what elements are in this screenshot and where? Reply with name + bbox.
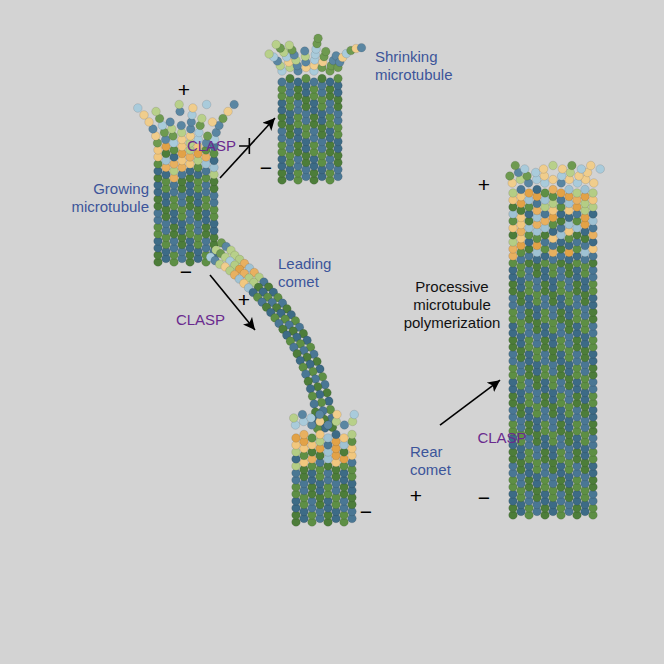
tubulin-dimer <box>549 175 558 184</box>
tubulin-dimer <box>300 47 309 56</box>
minus-end-sign: − <box>260 157 272 179</box>
minus-end-sign: − <box>360 501 372 523</box>
tubulin-dimer <box>557 189 566 198</box>
tubulin-dimer <box>272 40 281 49</box>
tubulin-dimer <box>292 434 301 443</box>
tubulin-dimer <box>298 410 307 419</box>
tubulin-dimer <box>350 410 359 419</box>
tubulin-dimer <box>302 74 311 83</box>
comet-label: Rear comet <box>410 443 472 479</box>
tubulin-dimer <box>307 414 316 423</box>
comet-label: Leading comet <box>278 255 348 291</box>
tubulin-dimer <box>285 41 294 50</box>
tubulin-dimer <box>315 410 324 419</box>
tubulin-dimer <box>177 121 186 130</box>
tubulin-dimer <box>531 168 540 177</box>
tubulin-dimer <box>517 185 526 194</box>
microtubule-node: Shrinking microtubule− <box>275 40 355 185</box>
tubulin-dimer <box>549 185 558 194</box>
tubulin-dimer <box>286 74 295 83</box>
tubulin-dimer <box>332 430 341 439</box>
transition-arrow <box>440 380 500 425</box>
tubulin-dimer <box>294 78 303 87</box>
plus-end-sign: + <box>178 79 190 101</box>
tubulin-dimer <box>558 165 567 174</box>
tubulin-dimer <box>166 118 175 127</box>
tubulin-dimer <box>306 384 315 393</box>
tubulin-dimer <box>549 161 558 170</box>
process-label: Processive microtubule polymerization <box>398 278 506 332</box>
regulator-label: CLASP <box>477 429 526 447</box>
tubulin-dimer <box>573 189 582 198</box>
minus-end-sign: − <box>478 487 490 509</box>
tubulin-dimer <box>520 165 529 174</box>
tubulin-dimer <box>539 165 548 174</box>
tubulin-dimer <box>568 161 577 170</box>
tubulin-dimer <box>348 430 357 439</box>
plus-end-sign: + <box>410 485 422 507</box>
tubulin-dimer <box>326 78 335 87</box>
tubulin-dimer <box>333 410 342 419</box>
tubulin-dimer <box>289 414 298 423</box>
tubulin-dimer <box>224 107 233 116</box>
tubulin-dimer <box>511 161 520 170</box>
tubulin-dimer <box>189 104 198 113</box>
tubulin-dimer <box>565 185 574 194</box>
tubulin-dimer <box>300 430 309 439</box>
microtubule-node: +− <box>500 165 600 520</box>
tubulin-dimer <box>308 392 317 401</box>
tubulin-dimer <box>334 74 343 83</box>
microtubule-node: Growing microtubule+− <box>155 100 220 275</box>
tubulin-dimer <box>318 74 327 83</box>
tubulin-dimer <box>198 114 207 123</box>
tubulin-dimer <box>541 189 550 198</box>
regulator-label: CLASP <box>187 137 236 155</box>
tubulin-dimer <box>230 100 239 109</box>
tubulin-dimer <box>140 111 149 120</box>
tubulin-dimer <box>316 430 325 439</box>
tubulin-dimer <box>152 107 161 116</box>
tubulin-dimer <box>308 434 317 443</box>
tubulin-dimer <box>589 189 598 198</box>
tubulin-dimer <box>590 179 599 188</box>
tubulin-dimer <box>314 34 323 43</box>
tubulin-dimer <box>278 78 287 87</box>
plus-end-sign: + <box>478 174 490 196</box>
tubulin-dimer <box>202 100 211 109</box>
inhibition-bar <box>239 138 249 154</box>
tubulin-dimer <box>509 189 518 198</box>
tubulin-dimer <box>310 400 319 409</box>
minus-end-sign: − <box>180 261 192 283</box>
tubulin-dimer <box>340 421 349 430</box>
plus-end-sign: + <box>238 289 250 311</box>
tubulin-dimer <box>357 43 366 52</box>
tubulin-dimer <box>340 434 349 443</box>
tubulin-dimer <box>134 104 143 113</box>
tubulin-dimer <box>175 100 184 109</box>
regulator-label: CLASP <box>176 311 225 329</box>
tubulin-dimer <box>324 434 333 443</box>
microtubule-node: Leading comet+Rear comet+− <box>255 300 440 525</box>
tubulin-dimer <box>208 118 217 127</box>
tubulin-dimer <box>265 50 274 59</box>
tubulin-dimer <box>506 172 515 181</box>
tubulin-dimer <box>324 421 333 430</box>
tubulin-dimer <box>577 165 586 174</box>
tubulin-dimer <box>533 185 542 194</box>
tubulin-dimer <box>586 161 595 170</box>
node-label: Shrinking microtubule <box>375 48 470 84</box>
tubulin-dimer <box>321 47 330 56</box>
tubulin-dimer <box>596 165 605 174</box>
tubulin-dimer <box>525 189 534 198</box>
tubulin-dimer <box>310 78 319 87</box>
node-label: Growing microtubule <box>69 180 149 216</box>
tubulin-dimer <box>581 185 590 194</box>
